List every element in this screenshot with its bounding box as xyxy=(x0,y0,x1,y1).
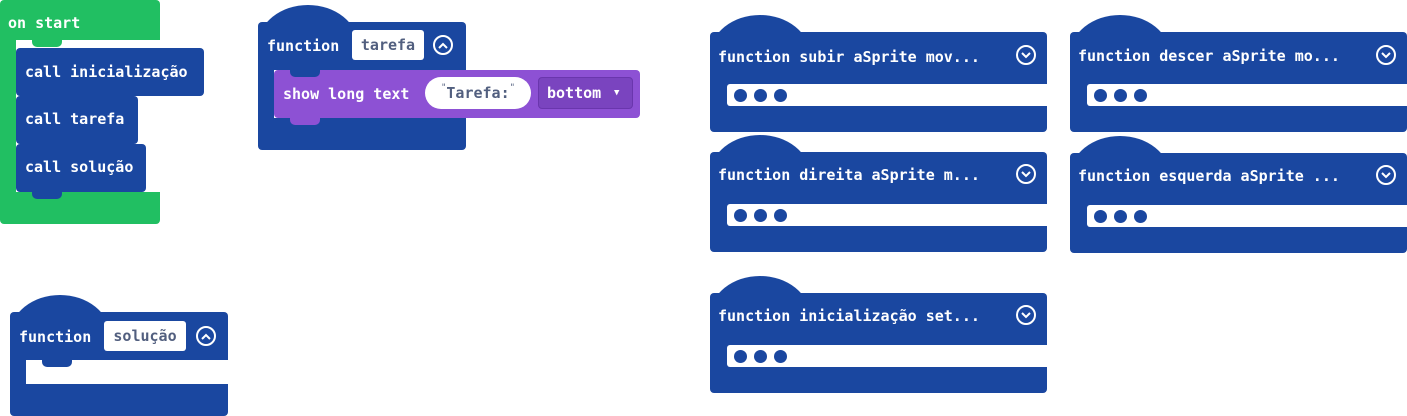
text-input-field[interactable]: " Tarefa: " xyxy=(425,77,531,109)
notch xyxy=(32,40,62,47)
call-block-solucao[interactable]: call solução xyxy=(16,144,146,192)
collapsed-function-descer[interactable]: function descer aSprite mo... xyxy=(1070,32,1407,132)
function-name-field[interactable]: tarefa xyxy=(352,30,424,60)
collapse-up-icon[interactable] xyxy=(196,326,216,346)
collapsed-function-esquerda[interactable]: function esquerda aSprite ... xyxy=(1070,153,1407,253)
function-keyword: function xyxy=(267,37,340,55)
collapsed-body-placeholder xyxy=(727,84,1047,106)
collapsed-function-label: function inicialização set... xyxy=(718,307,980,325)
dot-icon xyxy=(774,349,787,363)
position-dropdown[interactable]: bottom ▼ xyxy=(538,77,633,109)
dot-icon xyxy=(734,349,747,363)
dot-icon xyxy=(1094,88,1107,102)
notch xyxy=(290,118,320,125)
notch xyxy=(42,360,72,367)
text-value: Tarefa: xyxy=(446,84,510,102)
call-solucao-label: call solução xyxy=(25,158,134,176)
notch xyxy=(290,70,320,77)
collapsed-body-placeholder xyxy=(727,204,1047,226)
collapsed-function-label: function esquerda aSprite ... xyxy=(1078,167,1340,185)
collapsed-function-label: function direita aSprite m... xyxy=(718,166,980,184)
dot-icon xyxy=(1114,209,1127,223)
expand-down-icon[interactable] xyxy=(1016,164,1036,184)
dropdown-arrow-icon: ▼ xyxy=(614,88,620,98)
dot-icon xyxy=(774,88,787,102)
show-long-text-label: show long text xyxy=(283,85,410,103)
collapsed-function-subir[interactable]: function subir aSprite mov... xyxy=(710,32,1047,132)
call-tarefa-label: call tarefa xyxy=(25,110,125,128)
collapsed-body-placeholder xyxy=(727,345,1047,367)
position-dropdown-value: bottom xyxy=(547,84,602,102)
dot-icon xyxy=(734,88,747,102)
dot-icon xyxy=(1134,88,1147,102)
collapsed-function-direita[interactable]: function direita aSprite m... xyxy=(710,152,1047,252)
dot-icon xyxy=(734,208,747,222)
expand-down-icon[interactable] xyxy=(1376,45,1396,65)
dot-icon xyxy=(754,349,767,363)
function-name-field[interactable]: solução xyxy=(104,321,186,351)
notch xyxy=(32,192,62,199)
collapsed-function-label: function descer aSprite mo... xyxy=(1078,47,1340,65)
dot-icon xyxy=(1114,88,1127,102)
call-inicializacao-label: call inicialização xyxy=(25,63,188,81)
on-start-label: on start xyxy=(8,14,81,32)
collapse-up-icon[interactable] xyxy=(433,35,453,55)
function-keyword: function xyxy=(19,328,92,346)
collapsed-body-placeholder xyxy=(1087,84,1407,106)
expand-down-icon[interactable] xyxy=(1016,45,1036,65)
expand-down-icon[interactable] xyxy=(1376,165,1396,185)
dot-icon xyxy=(754,208,767,222)
dot-icon xyxy=(1134,209,1147,223)
show-long-text-block[interactable]: show long text " Tarefa: " bottom ▼ xyxy=(274,70,640,118)
dot-icon xyxy=(774,208,787,222)
expand-down-icon[interactable] xyxy=(1016,305,1036,325)
call-block-inicializacao[interactable]: call inicialização xyxy=(16,48,204,96)
call-block-tarefa[interactable]: call tarefa xyxy=(16,96,138,144)
collapsed-function-label: function subir aSprite mov... xyxy=(718,48,980,66)
collapsed-function-inicializacao[interactable]: function inicialização set... xyxy=(710,293,1047,393)
dot-icon xyxy=(754,88,767,102)
collapsed-body-placeholder xyxy=(1087,205,1407,227)
dot-icon xyxy=(1094,209,1107,223)
